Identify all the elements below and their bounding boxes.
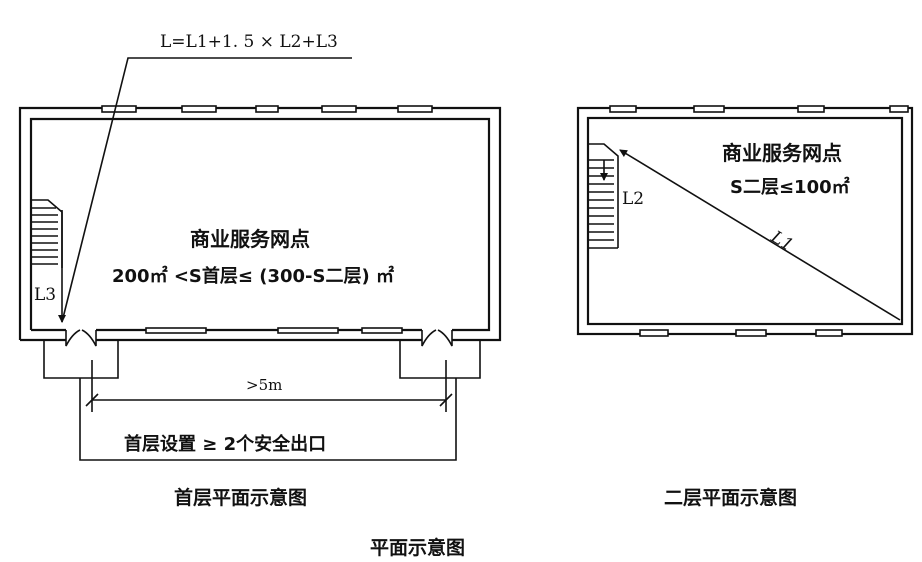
second-floor-l2-label: L2 [622,189,644,209]
ground-floor-exit-left [43,329,119,379]
exit-requirement-label: 首层设置 ≥ 2个安全出口 [124,433,326,455]
ground-floor-area-condition: 200㎡ <S首层≤ (300-S二层) ㎡ [112,265,394,287]
second-floor-l1-path [619,149,901,321]
ground-floor-walls [18,106,502,342]
exit-requirement-bracket [79,378,457,461]
second-floor-windows [609,105,909,337]
ground-floor-room-label: 商业服务网点 [190,227,310,251]
second-floor-l1-label: L1 [767,227,797,256]
ground-floor-plan [18,57,502,461]
ground-floor-caption: 首层平面示意图 [174,486,307,509]
second-floor-plan [576,105,914,337]
ground-floor-stair [31,199,63,268]
second-floor-stair [588,143,619,249]
second-floor-caption: 二层平面示意图 [664,486,797,509]
ground-floor-l3-path [58,57,352,323]
second-floor-room-label: 商业服务网点 [722,141,842,165]
exit-distance-dimension [85,360,453,412]
formula-label: L=L1+1. 5 × L2+L3 [160,32,338,52]
ground-floor-l3-label: L3 [34,285,56,305]
second-floor-area-condition: S二层≤100㎡ [730,176,850,198]
figure-caption: 平面示意图 [370,536,465,559]
ground-floor-exit-right [399,329,481,379]
ground-floor-windows [101,105,433,334]
exit-distance-label: >5m [246,376,282,394]
